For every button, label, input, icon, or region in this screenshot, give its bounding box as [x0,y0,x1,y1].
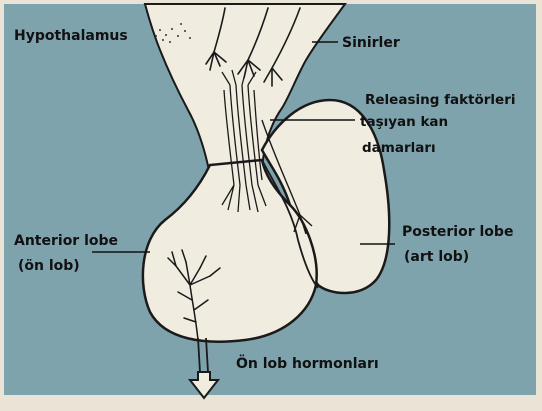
posterior-label-line2: (art lob) [404,249,469,265]
hypothalamus-label: Hypothalamus [14,28,128,44]
hormones-label: Ön lob hormonları [236,354,379,372]
releasing-label-line2: taşıyan kan [360,114,448,130]
posterior-label-line1: Posterior lobe [402,224,513,240]
anterior-label-line2: (ön lob) [18,258,80,274]
releasing-label-line3: damarları [362,140,436,156]
releasing-label-line1: Releasing faktörleri [365,92,516,108]
anterior-label-line1: Anterior lobe [14,233,118,249]
sinirler-label: Sinirler [342,35,400,51]
